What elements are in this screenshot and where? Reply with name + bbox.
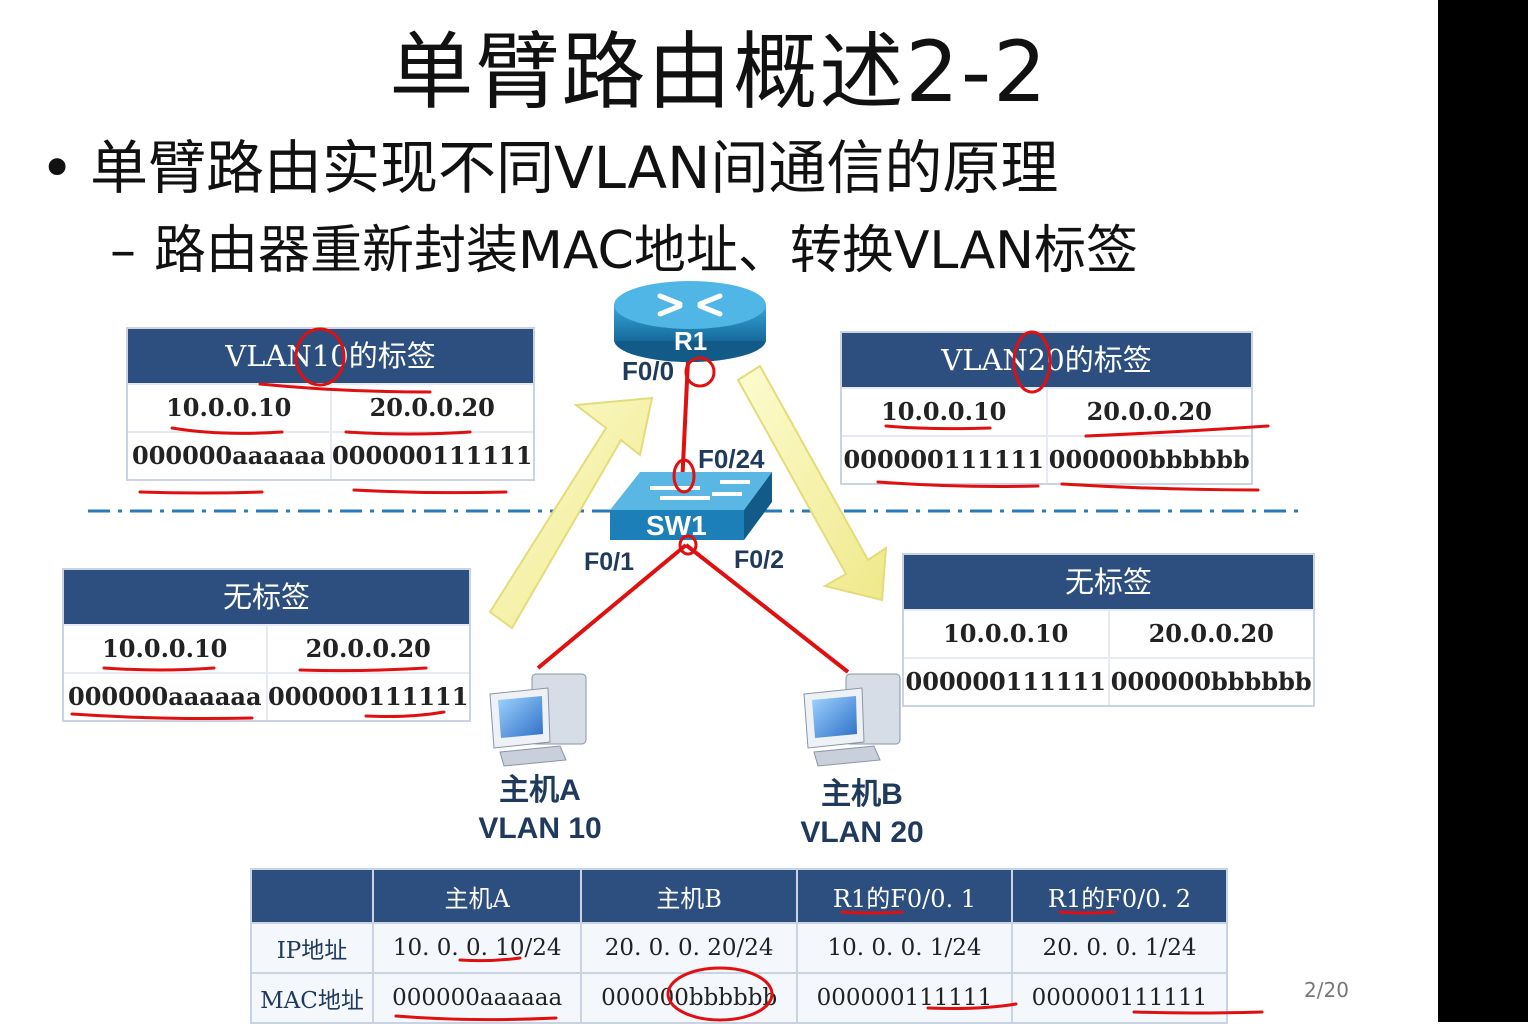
port-label-f02: F0/2 — [734, 546, 785, 574]
table-cell: 000000111111 — [795, 972, 1013, 1024]
table-row: MAC地址 000000aaaaaa 000000bbbbbb 00000011… — [250, 972, 1229, 1024]
table-cell: 10. 0. 0. 1/24 — [795, 922, 1013, 974]
dst-mac-cell: 000000111111 — [265, 674, 470, 720]
table-cell: 20. 0. 0. 1/24 — [1010, 922, 1229, 974]
vlan10-frame-table: VLAN10的标签 10.0.0.10 20.0.0.20 000000aaaa… — [126, 327, 535, 481]
table-cell: 20. 0. 0. 20/24 — [580, 922, 798, 974]
right-black-bar — [1438, 0, 1528, 1022]
port-label-f01: F0/1 — [584, 548, 635, 576]
down-arrow-icon — [736, 364, 888, 602]
host-a-pc-icon — [489, 673, 587, 767]
table-row: 10.0.0.10 20.0.0.20 — [64, 624, 469, 672]
table-row: 10.0.0.10 20.0.0.20 — [128, 383, 533, 431]
switch-label: SW1 — [646, 510, 707, 541]
bullet-level2: –路由器重新封装MAC地址、转换VLAN标签 — [110, 218, 1138, 284]
bullet-level2-text: 路由器重新封装MAC地址、转换VLAN标签 — [154, 221, 1139, 281]
table-cell: 000000bbbbbb — [580, 972, 798, 1024]
column-header: R1的F0/0. 2 — [1010, 868, 1229, 924]
table-cell: 10. 0. 0. 10/24 — [371, 922, 583, 974]
table-header-row: 主机A 主机B R1的F0/0. 1 R1的F0/0. 2 — [250, 868, 1229, 924]
src-mac-cell: 000000aaaaaa — [132, 441, 326, 470]
table-row: 000000111111 000000bbbbbb — [904, 657, 1313, 705]
table-row: 10.0.0.10 20.0.0.20 — [904, 609, 1313, 657]
src-mac-cell: 000000aaaaaa — [68, 682, 262, 711]
slide: 单臂路由概述2-2 •单臂路由实现不同VLAN间通信的原理 –路由器重新封装MA… — [40, 23, 1349, 1024]
bullet-dot-icon: • — [40, 134, 75, 202]
src-mac-cell: 000000111111 — [843, 445, 1044, 474]
row-header: MAC地址 — [250, 972, 374, 1024]
bullet-dash-icon: – — [110, 221, 136, 281]
table-cell: 000000aaaaaa — [371, 972, 583, 1024]
page-number: 2/20 — [1304, 978, 1349, 1002]
address-summary-table: 主机A 主机B R1的F0/0. 1 R1的F0/0. 2 IP地址 10. 0… — [250, 868, 1229, 1024]
link-switch-hostA — [536, 543, 688, 670]
router-label: R1 — [674, 326, 708, 356]
table-row: 000000aaaaaa 000000111111 — [128, 431, 533, 479]
untagged-left-frame-table: 无标签 10.0.0.10 20.0.0.20 000000aaaaaa 000… — [62, 568, 471, 722]
untagged-left-header: 无标签 — [64, 570, 469, 624]
host-b-vlan: VLAN 20 — [800, 816, 924, 849]
host-a-name: 主机A — [499, 774, 581, 807]
src-ip-cell: 10.0.0.10 — [102, 634, 228, 663]
host-a-label: 主机A VLAN 10 — [470, 772, 610, 848]
src-ip-cell: 10.0.0.10 — [166, 393, 292, 422]
table-row: 000000aaaaaa 000000111111 — [64, 672, 469, 720]
port-label-f00: F0/0 — [622, 356, 675, 386]
untagged-right-frame-table: 无标签 10.0.0.10 20.0.0.20 000000111111 000… — [902, 553, 1315, 707]
table-cell: 000000111111 — [1010, 972, 1229, 1024]
vlan20-frame-header: VLAN20的标签 — [842, 333, 1251, 387]
row-header: IP地址 — [250, 922, 374, 974]
column-header — [250, 868, 374, 924]
table-row: 000000111111 000000bbbbbb — [842, 435, 1251, 483]
vlan10-frame-header: VLAN10的标签 — [128, 329, 533, 383]
link-switch-hostB — [684, 543, 850, 674]
port-label-f024: F0/24 — [698, 444, 765, 474]
dst-ip-cell: 20.0.0.20 — [329, 385, 534, 431]
vlan20-frame-table: VLAN20的标签 10.0.0.10 20.0.0.20 0000001111… — [840, 331, 1253, 485]
dst-ip-cell: 20.0.0.20 — [1045, 389, 1252, 435]
bullet-level1-text: 单臂路由实现不同VLAN间通信的原理 — [90, 134, 1059, 202]
up-arrow-icon — [488, 396, 654, 630]
column-header: 主机B — [580, 868, 798, 924]
dst-mac-cell: 000000111111 — [329, 433, 534, 479]
bullet-level1: •单臂路由实现不同VLAN间通信的原理 — [40, 132, 1058, 204]
src-ip-cell: 10.0.0.10 — [881, 397, 1007, 426]
slide-title: 单臂路由概述2-2 — [389, 23, 1049, 121]
dst-mac-cell: 000000bbbbbb — [1107, 659, 1314, 705]
host-b-pc-icon — [803, 673, 901, 767]
dst-ip-cell: 20.0.0.20 — [1107, 611, 1314, 657]
table-row: 10.0.0.10 20.0.0.20 — [842, 387, 1251, 435]
link-router-switch — [680, 359, 690, 487]
dst-mac-cell: 000000bbbbbb — [1045, 437, 1252, 483]
column-header: R1的F0/0. 1 — [795, 868, 1013, 924]
src-ip-cell: 10.0.0.10 — [943, 619, 1069, 648]
host-b-name: 主机B — [821, 778, 903, 811]
table-row: IP地址 10. 0. 0. 10/24 20. 0. 0. 20/24 10.… — [250, 922, 1229, 974]
dst-ip-cell: 20.0.0.20 — [265, 626, 470, 672]
router-icon — [614, 281, 766, 362]
untagged-right-header: 无标签 — [904, 555, 1313, 609]
src-mac-cell: 000000111111 — [905, 667, 1106, 696]
column-header: 主机A — [371, 868, 583, 924]
host-a-vlan: VLAN 10 — [478, 812, 602, 845]
host-b-label: 主机B VLAN 20 — [792, 776, 932, 852]
